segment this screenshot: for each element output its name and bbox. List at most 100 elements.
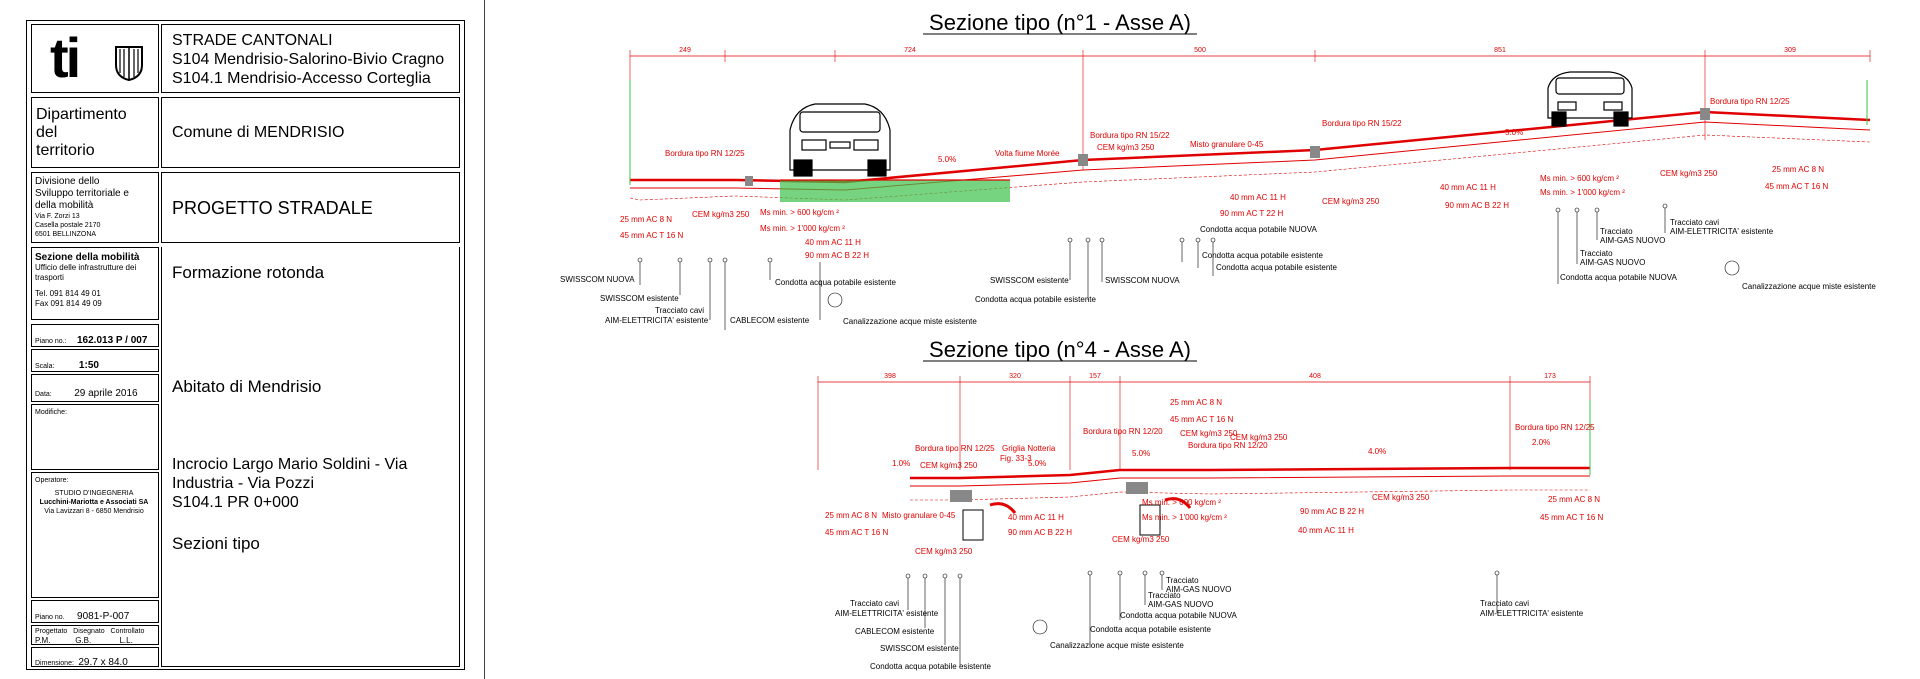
piano-row: Piano no.: 162.013 P / 007 [31,324,159,347]
label: Tracciato [1166,576,1199,585]
plan-no-label: Piano no. [35,614,65,621]
label: 90 mm AC T 22 H [1220,209,1284,218]
header-line: S104.1 Mendrisio-Accesso Corteglia [172,70,431,87]
label: 45 mm AC T 16 N [620,231,684,240]
label: Tracciato cavi [1670,218,1719,227]
content-cell: Formazione rotonda Abitato di Mendrisio … [161,247,460,667]
role-label: Progettato [35,628,68,635]
slope-label: 5.0% [938,155,956,164]
department-line: Dipartimento [36,106,127,123]
label: SWISSCOM esistente [880,644,959,653]
label: Bordura tipo RN 12/25 [1515,423,1595,432]
plan-no-value: 9081-P-007 [77,611,130,622]
label: Condotta acqua potabile NUOVA [1200,225,1317,234]
label: SWISSCOM esistente [990,276,1069,285]
label: Fig. 33-3 [1000,454,1032,463]
label: 40 mm AC 11 H [1298,526,1354,535]
date-row: Data: 29 aprile 2016 [31,374,159,402]
label: CEM kg/m3 250 [1180,429,1238,438]
section4-dimension-line: 398 320 157 408 173 [817,373,1591,470]
plan-no-row: Piano no. 9081-P-007 [31,600,159,623]
modifications-row: Modifiche: [31,404,159,470]
label: CABLECOM esistente [855,627,935,636]
label: Ms min. > 600 kg/cm ² [760,208,839,217]
logo-cell: ti [31,24,159,93]
description-line: Industria - Via Pozzi [172,475,314,492]
division-cell: Divisione dello Sviluppo territoriale e … [31,172,159,243]
label: 45 mm AC T 16 N [1765,182,1829,191]
label: SWISSCOM NUOVA [560,275,635,284]
date-value: 29 aprile 2016 [74,388,138,399]
label: Condotta acqua potabile esistente [975,295,1097,304]
slope-label: 2.0% [1532,438,1550,447]
label: AIM-ELETTRICITA' esistente [605,316,709,325]
municipality-cell: Comune di MENDRISIO [161,97,460,168]
label: Tracciato cavi [655,306,704,315]
label: Condotta acqua potabile esistente [1202,251,1324,260]
dim-label: 500 [1194,47,1206,54]
label: Tracciato [1580,249,1613,258]
section1-title: Sezione tipo (n°1 - Asse A) [929,10,1191,35]
operator-label: Operatore: [35,477,69,484]
piano-value: 162.013 P / 007 [76,335,148,346]
label: Bordura tipo RN 12/25 [915,444,995,453]
label: Misto granulare 0-45 [1190,140,1264,149]
division-line: Sviluppo territoriale e [35,188,129,199]
header-line: S104 Mendrisio-Salorino-Bivio Cragno [172,51,445,68]
label: 40 mm AC 11 H [1008,513,1064,522]
division-address: Casella postale 2170 [35,222,101,229]
label: Ms min. > 600 kg/cm ² [1142,498,1221,507]
project-type-cell: PROGETTO STRADALE [161,172,460,243]
header-line: STRADE CANTONALI [172,32,333,49]
label: CEM kg/m3 250 [1660,169,1718,178]
dimension-row: Dimensione: 29.7 x 84.0 [31,647,159,668]
role-value: G.B. [75,636,92,645]
label: 25 mm AC 8 N [1548,495,1600,504]
label: Volta fiume Morée [995,149,1060,158]
operator-line: Lucchini-Mariotta e Associati SA [39,499,149,506]
slope-label: 5.0% [1028,459,1046,468]
label: Bordura tipo RN 12/20 [1188,441,1268,450]
dim-label: 320 [1009,373,1021,380]
label: Condotta acqua potabile esistente [1090,625,1212,634]
dimension-label: Dimensione: [35,660,74,667]
label: CEM kg/m3 250 [1230,433,1288,442]
label: 25 mm AC 8 N [1170,398,1222,407]
label: 45 mm AC T 16 N [1540,513,1604,522]
label: Condotta acqua potabile esistente [870,662,992,671]
division-address: Via F. Zorzi 13 [35,213,80,220]
section4-title: Sezione tipo (n°4 - Asse A) [929,337,1191,362]
label: 90 mm AC B 22 H [1445,201,1509,210]
operator-row: Operatore: STUDIO D'INGEGNERIA Lucchini-… [31,472,159,598]
description-line: Incrocio Largo Mario Soldini - Via [172,456,408,473]
label: CABLECOM esistente [730,316,810,325]
dimension-value: 29.7 x 84.0 [78,657,128,668]
slope-label: 5.0% [1505,128,1523,137]
label: 40 mm AC 11 H [1440,183,1496,192]
label: Ms min. > 1'000 kg/cm ² [1540,188,1625,197]
modifications-label: Modifiche: [35,409,67,416]
shield-icon [115,46,143,81]
label: Ms min. > 1'000 kg/cm ² [1142,513,1227,522]
dim-label: 157 [1089,373,1101,380]
label: Ms min. > 600 kg/cm ² [1540,174,1619,183]
label: Tracciato cavi [1480,599,1529,608]
label: Griglia Notteria [1002,444,1056,453]
department-cell: Dipartimento del territorio [31,97,159,168]
section-office-cell: Sezione della mobilità Ufficio delle inf… [31,247,159,320]
label: Bordura tipo RN 12/25 [665,149,745,158]
label: 25 mm AC 8 N [825,511,877,520]
scale-label: Scala: [35,363,55,370]
label: Tracciato [1600,227,1633,236]
subject: Formazione rotonda [172,263,325,282]
scale-row: Scala: 1:50 [31,349,159,372]
label: SWISSCOM NUOVA [1105,276,1180,285]
slope-label: 1.0% [892,459,910,468]
label: CEM kg/m3 250 [1097,143,1155,152]
logo: ti [50,26,81,89]
label: Ms min. > 1'000 kg/cm ² [760,224,845,233]
division-address: 6501 BELLINZONA [35,231,97,238]
operator-line: STUDIO D'INGEGNERIA [54,490,134,497]
dim-label: 724 [904,47,916,54]
label: 25 mm AC 8 N [620,215,672,224]
